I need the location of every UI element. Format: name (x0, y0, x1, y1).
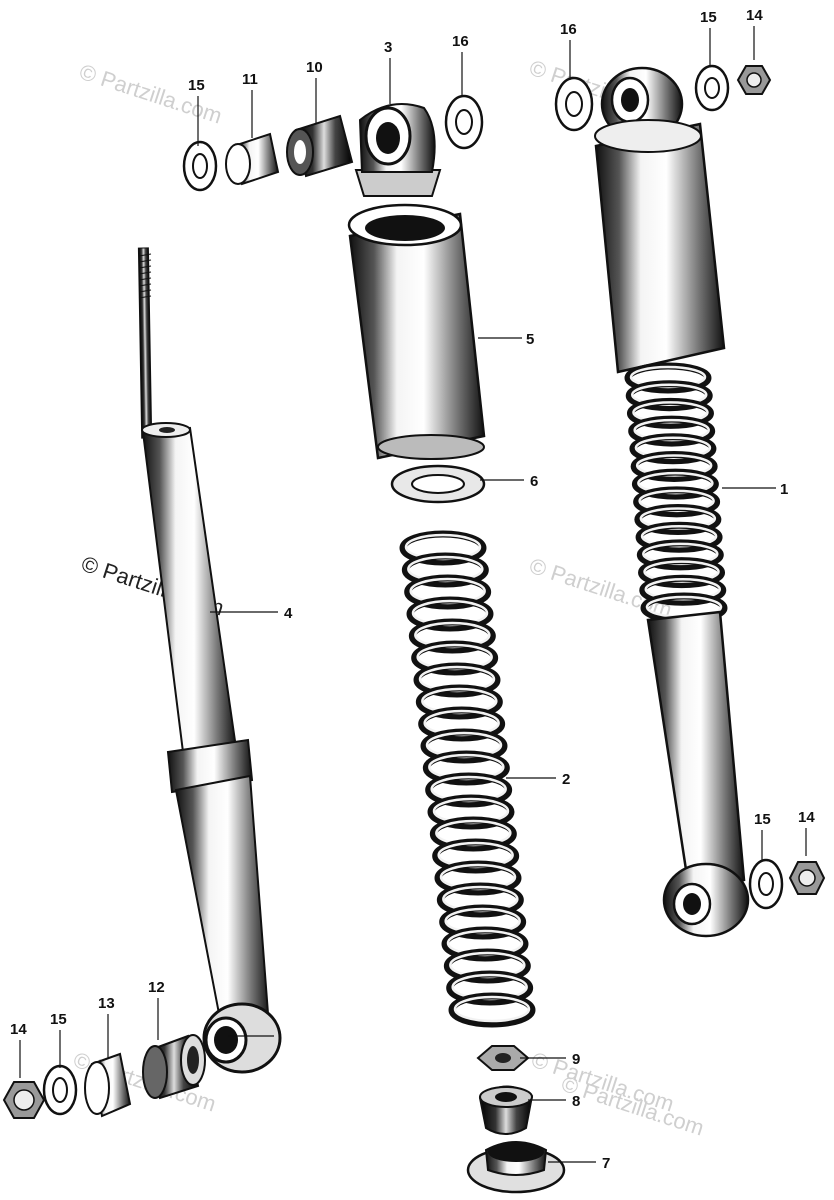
callout-16: 16 (452, 33, 469, 50)
rear-shock-assembly-part-1 (594, 66, 750, 938)
callout-7: 7 (602, 1155, 610, 1172)
left-hardware (2, 1034, 206, 1119)
spring-coil-highlight (453, 995, 531, 1023)
callout-10: 10 (306, 59, 323, 76)
callout-14: 14 (798, 809, 815, 826)
callout-8: 8 (572, 1093, 580, 1110)
callout-2: 2 (562, 771, 570, 788)
leader-lines (19, 26, 807, 1163)
callout-5: 5 (526, 331, 534, 348)
callout-14: 14 (746, 7, 763, 24)
spring-cover-part-5 (347, 203, 486, 460)
callout-1: 1 (780, 481, 788, 498)
callout-15: 15 (188, 77, 205, 94)
callout-13: 13 (98, 995, 115, 1012)
callout-15: 15 (700, 9, 717, 26)
callout-15: 15 (754, 811, 771, 828)
callout-6: 6 (530, 473, 538, 490)
callout-12: 12 (148, 979, 165, 996)
callout-11: 11 (242, 71, 258, 88)
spring-part-2 (399, 530, 536, 1028)
right-hardware (554, 64, 826, 910)
callout-4: 4 (284, 605, 293, 622)
spring-seat-part-6 (390, 464, 486, 504)
callout-3: 3 (384, 39, 392, 56)
callout-16: 16 (560, 21, 577, 38)
callout-labels: 1 2 3 4 5 6 7 8 9 10 11 12 13 14 14 14 1… (10, 7, 815, 1172)
top-hardware (182, 94, 484, 197)
callout-14: 14 (10, 1021, 27, 1038)
callout-9: 9 (572, 1051, 580, 1068)
damper-unit-part-4 (137, 247, 282, 1074)
callout-15: 15 (50, 1011, 67, 1028)
lower-seat-hardware (466, 1045, 566, 1194)
